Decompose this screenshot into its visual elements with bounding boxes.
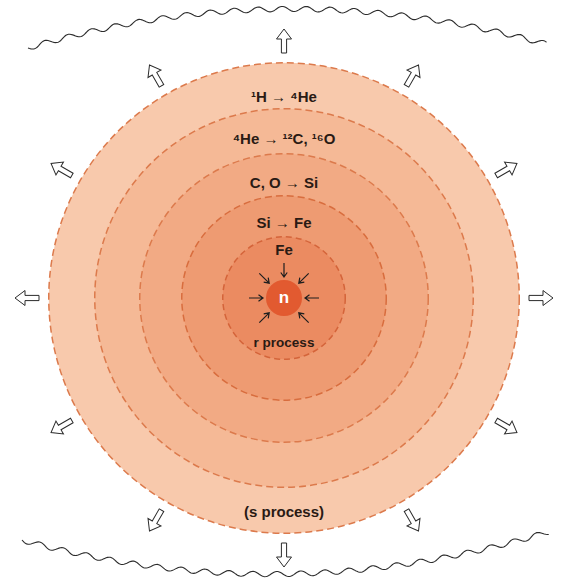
process-label: (s process) [244,503,324,521]
outflow-arrow [143,506,168,534]
shell-circle [182,196,387,401]
neutron-core: n [266,280,302,316]
outflow-arrow [47,157,75,182]
shell-label: C, O → Si [250,174,318,192]
outflow-arrow [492,414,520,439]
shock-wave [28,6,546,49]
shell-circle [49,63,520,534]
infall-arrow [259,313,269,323]
outflow-arrow [15,291,39,306]
shell: n Fe r process Si → Fe C, O → Si ⁴He → ¹²C, ¹… [48,62,520,534]
outflow-arrow [492,157,520,182]
infall-arrow [259,273,269,283]
outflow-arrow [400,61,425,89]
shell: n Fe r process Si → Fe C, O → Si ⁴He → ¹²C, ¹… [94,108,474,488]
outflow-arrow [529,291,553,306]
infall-arrow [299,313,309,323]
shell: n Fe r process [222,236,346,360]
infall-arrow [249,295,263,301]
infall-arrow [305,295,319,301]
shell-circle [95,109,474,488]
outflow-arrow [143,61,168,89]
shell-label: ¹H → ⁴He [251,88,317,106]
process-label: r process [254,334,315,352]
shell-label: Si → Fe [256,214,311,232]
outflow-arrow [47,414,75,439]
outflow-arrow [400,506,425,534]
shell-label: ⁴He → ¹²C, ¹⁶O [233,130,336,148]
outflow-arrow [277,29,292,53]
shell: n Fe r process Si → Fe [181,195,387,401]
shell-label: Fe [275,241,293,259]
core-label: n [279,289,289,307]
infall-arrow [299,273,309,283]
infall-arrow [281,263,287,277]
shell-circle [223,237,346,360]
shell-circle [140,154,429,443]
outflow-arrow [277,543,292,567]
shell-circle [267,281,302,316]
shell: n Fe r process Si → Fe C, O → Si [139,153,429,443]
shock-wave [22,532,549,576]
